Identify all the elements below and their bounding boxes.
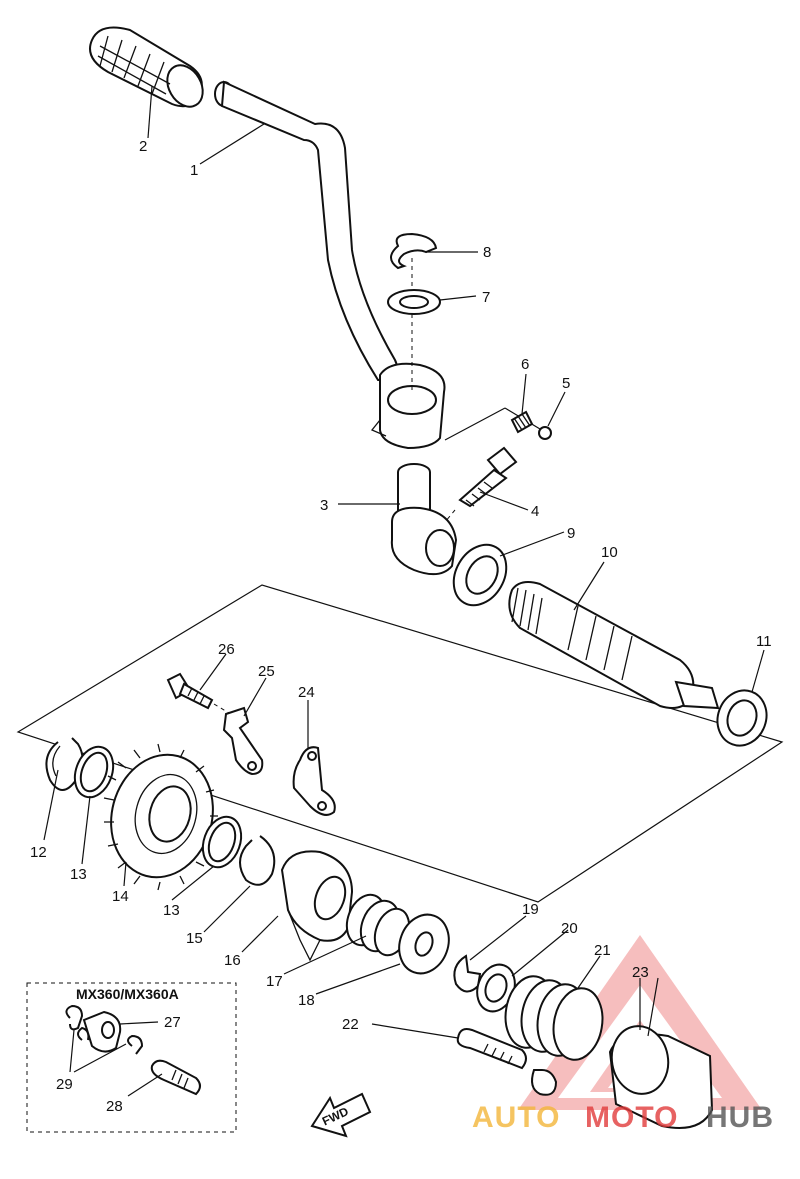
label-14: 14 <box>112 888 129 905</box>
label-13b: 13 <box>163 902 180 919</box>
watermark-brand-c: HUB <box>706 1101 774 1134</box>
gear-14 <box>103 743 218 891</box>
washer-7 <box>387 289 441 315</box>
label-12: 12 <box>30 844 47 861</box>
kick-spring-21 <box>504 975 604 1096</box>
boss-3 <box>390 463 458 576</box>
label-8: 8 <box>483 244 491 261</box>
circlip-15 <box>239 835 276 886</box>
label-22: 22 <box>342 1016 359 1033</box>
label-6: 6 <box>521 356 529 373</box>
label-20: 20 <box>561 920 578 937</box>
label-4: 4 <box>531 503 539 520</box>
fwd-arrow-icon: FWD <box>310 1092 372 1138</box>
inset-box <box>26 982 237 1133</box>
label-25: 25 <box>258 663 275 680</box>
ratchet-16 <box>280 850 354 962</box>
label-2: 2 <box>139 138 147 155</box>
washer-13b <box>201 815 243 869</box>
washer-20 <box>476 963 516 1013</box>
kick-axle-10 <box>508 581 720 710</box>
label-15: 15 <box>186 930 203 947</box>
label-3: 3 <box>320 497 328 514</box>
label-11: 11 <box>756 633 772 650</box>
label-27: 27 <box>164 1014 181 1031</box>
bolt-4 <box>458 446 518 508</box>
ball-5 <box>538 426 552 440</box>
label-5: 5 <box>562 375 570 392</box>
washer-18 <box>398 913 450 975</box>
assembly-outline <box>16 584 784 903</box>
plate-24 <box>292 746 336 816</box>
label-13a: 13 <box>70 866 87 883</box>
inset-title: MX360/MX360A <box>76 986 179 1002</box>
label-26: 26 <box>218 641 235 658</box>
watermark-brand-a: AUTO <box>472 1101 560 1134</box>
label-9: 9 <box>567 525 575 542</box>
kick-lever <box>214 80 446 450</box>
leader-lines <box>43 85 765 1097</box>
bolt-26 <box>166 672 214 710</box>
label-19: 19 <box>522 901 539 918</box>
spring-cover-23 <box>608 1025 714 1129</box>
washer-13a <box>73 745 115 799</box>
label-17: 17 <box>266 973 283 990</box>
circlip-19 <box>453 954 482 993</box>
label-16: 16 <box>224 952 241 969</box>
spring-6 <box>510 410 534 434</box>
guide-25 <box>222 706 264 776</box>
washer-11 <box>716 689 768 747</box>
inset-cam-27 <box>82 1010 122 1053</box>
circlip-8 <box>390 232 438 270</box>
oil-seal-9 <box>452 543 508 607</box>
label-23: 23 <box>632 964 649 981</box>
label-21: 21 <box>594 942 611 959</box>
kick-grip <box>89 26 204 108</box>
label-7: 7 <box>482 289 490 306</box>
inset-shaft-28 <box>150 1059 201 1096</box>
label-29: 29 <box>56 1076 73 1093</box>
label-24: 24 <box>298 684 315 701</box>
label-1: 1 <box>190 162 198 179</box>
pin-22 <box>456 1028 527 1070</box>
label-18: 18 <box>298 992 315 1009</box>
label-28: 28 <box>106 1098 123 1115</box>
watermark-brand-b: MOTO <box>585 1101 678 1134</box>
label-10: 10 <box>601 544 618 561</box>
watermark-text: AUTO MOTO HUB <box>472 1101 774 1134</box>
